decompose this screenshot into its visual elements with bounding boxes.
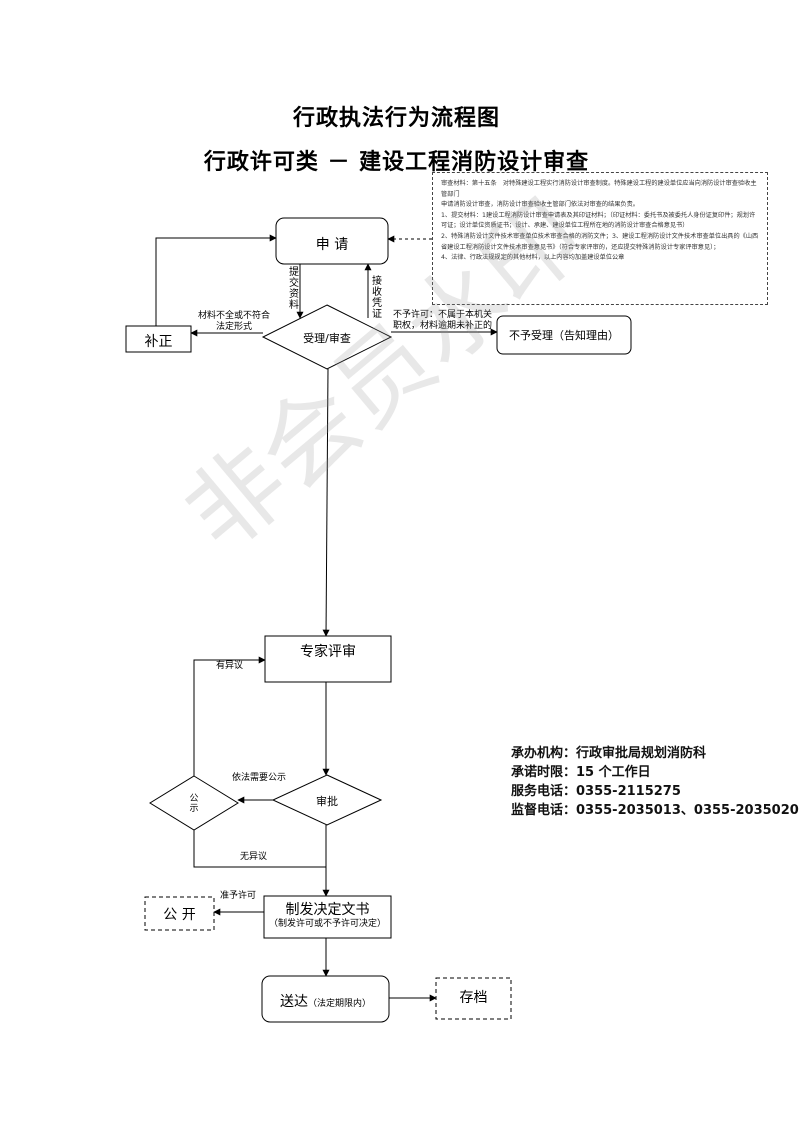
phone-line: 服务电话：0355-2115275 (511, 784, 681, 799)
deliver-label: 送达（法定期限内） (262, 991, 389, 1011)
note-line: 申请消防设计审查，消防设计审查验收主管部门依法对审查的结果负责。 (441, 201, 639, 209)
sub-title: 行政许可类 － 建设工程消防设计审查 (203, 150, 590, 175)
decision-label: 制发决定文书 (285, 902, 370, 918)
incomplete-label-1: 材料不全或不符合 (198, 311, 271, 321)
receipt-certificate-label: 接收凭证 (372, 276, 382, 320)
note-line: 4、法律、行政法规规定的其他材料，以上内容均加盖建设单位公章 (441, 254, 625, 262)
reject-label: 不予受理（告知理由） (509, 329, 619, 342)
no-objection-label: 无异议 (240, 852, 268, 862)
not-permit-label-2: 职权，材料逾期未补正的 (393, 321, 493, 331)
approve-label: 审批 (316, 795, 338, 808)
incomplete-label-2: 法定形式 (216, 322, 253, 332)
contact-info: 承办机构：行政审批局规划消防科 承诺时限：15 个工作日 服务电话：0355-2… (511, 744, 799, 820)
disclose-label: 公 开 (163, 907, 196, 923)
apply-label: 申 请 (315, 237, 349, 253)
edge-to-expert (322, 368, 330, 637)
main-title: 行政执法行为流程图 (292, 106, 500, 131)
archive-label: 存档 (459, 990, 488, 1006)
edge-supplement-back (155, 234, 277, 326)
submit-materials-label: 提交资料 (289, 267, 299, 311)
limit-line: 承诺时限：15 个工作日 (511, 765, 651, 780)
not-permit-label-1: 不予许可：不属于本机关 (393, 310, 493, 320)
accept-review-label: 受理/审查 (303, 332, 351, 345)
node-approve (271, 774, 383, 826)
supplement-label: 补正 (144, 334, 173, 350)
edge-no-objection (193, 830, 326, 868)
deliver-note: （法定期限内） (307, 999, 371, 1009)
note-line: 审查材料：第十五条 对特殊建设工程实行消防设计审查制度。特殊建设工程的建设单位应… (441, 180, 757, 198)
grant-permit-label: 准予许可 (220, 891, 257, 901)
org-line: 承办机构：行政审批局规划消防科 (511, 746, 707, 761)
deliver-text: 送达 (279, 994, 308, 1010)
note-line: 1、提交材料：1建设工程消防设计审查申请表及其印证材料；（印证材料：委托书及被委… (441, 211, 756, 230)
supervise-line: 监督电话：0355-2035013、0355-2035020 (511, 803, 799, 818)
publicity-label: 公示 (189, 794, 199, 814)
publicity-needed-label: 依法需要公示 (232, 773, 287, 783)
edge-objection (193, 656, 266, 776)
node-supplement (125, 325, 192, 353)
decision-note: （制发许可或不予许可决定） (268, 919, 386, 929)
note-line: 2、特殊消防设计文件技术审查单位技术审查合格的消防文件；3、建设工程消防设计文件… (441, 232, 759, 251)
materials-note-box: 审查材料：第十五条 对特殊建设工程实行消防设计审查制度。特殊建设工程的建设单位应… (432, 172, 768, 305)
expert-review-label: 专家评审 (300, 644, 356, 660)
has-objection-label: 有异议 (216, 661, 244, 671)
node-accept-review (261, 304, 393, 370)
